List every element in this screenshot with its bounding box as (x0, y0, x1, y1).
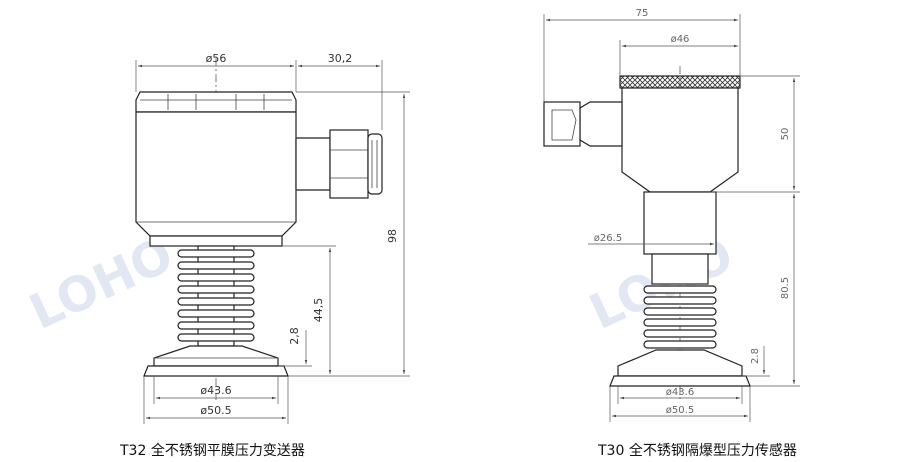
dim-label: 98 (386, 229, 399, 243)
dim-d505: ø50.5 (143, 376, 289, 424)
dim-h50: 50 (710, 75, 800, 193)
cooling-fins (177, 249, 255, 342)
cable-gland (295, 129, 383, 199)
dim-label: 44,5 (312, 298, 325, 323)
dim-w75: 75 (543, 8, 741, 102)
dim-h98: 98 (288, 91, 410, 377)
caption-t32: T32 全不锈钢平膜压力变送器 (119, 442, 305, 459)
dim-label: 30,2 (328, 52, 353, 65)
dim-d436: ø43.6 (617, 386, 743, 404)
dim-h44: 44,5 (282, 245, 336, 374)
dim-label: ø46 (671, 34, 690, 45)
drawing-t30: 75 ø46 50 80.5 ø26.5 (543, 8, 800, 459)
flange (617, 349, 743, 377)
knurled-cap (619, 75, 741, 89)
dim-label: ø56 (206, 52, 227, 65)
dim-label: ø50.5 (666, 405, 694, 416)
upper-stem (643, 191, 717, 255)
housing-body (135, 111, 297, 237)
lower-stem (651, 253, 709, 285)
dim-label: 80.5 (780, 277, 791, 299)
flange-base (143, 365, 289, 377)
dim-label: 50 (780, 128, 791, 141)
dim-h805: 80.5 (750, 194, 800, 387)
cooling-fins (643, 285, 717, 349)
dim-d505: ø50.5 (609, 386, 751, 422)
dim-w30: 30,2 (298, 52, 383, 130)
housing-neck (149, 235, 283, 247)
dim-label: 2,8 (288, 327, 301, 345)
dim-d436: ø43.6 (153, 376, 279, 404)
flange-top (153, 345, 279, 367)
dim-label: 75 (636, 8, 649, 19)
dim-d56: ø56 (135, 52, 297, 92)
dim-h28: 2,8 (278, 327, 312, 367)
housing-cap (135, 91, 297, 113)
dim-d265: ø26.5 (588, 233, 714, 246)
dim-d46: ø46 (619, 34, 738, 76)
dim-label: ø50.5 (200, 404, 231, 417)
flange-base (609, 375, 751, 387)
drawing-t32: ø56 30,2 98 44,5 2,8 (119, 52, 410, 459)
dim-h28: 2.8 (742, 346, 770, 377)
side-connector (543, 101, 623, 147)
dim-label: ø43.6 (666, 387, 694, 398)
dim-label: ø26.5 (594, 233, 622, 244)
dim-label: 2.8 (750, 348, 761, 364)
caption-t30: T30 全不锈钢隔爆型压力传感器 (597, 442, 797, 459)
dim-label: ø43.6 (200, 384, 231, 397)
housing-body (621, 87, 739, 193)
stem (197, 245, 235, 347)
cap-grip-marks (140, 94, 292, 110)
